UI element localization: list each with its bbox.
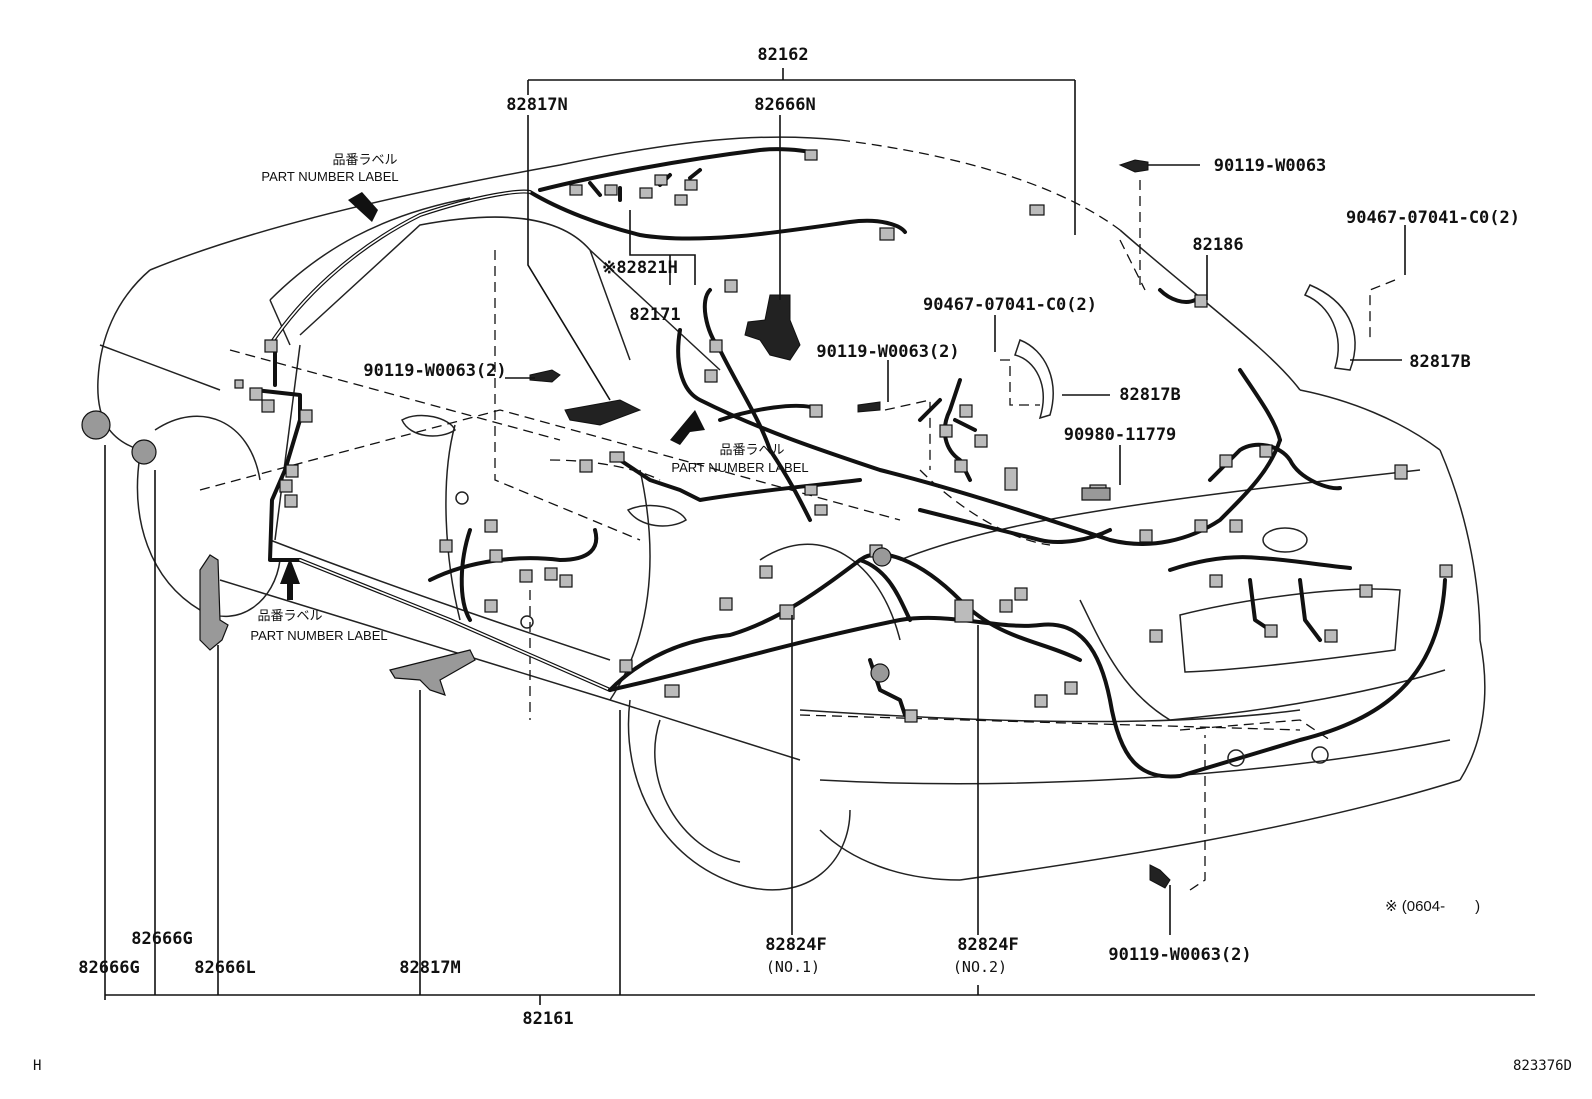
footnote: ※ (0604- )	[1385, 898, 1480, 915]
label-82666G-upper: 82666G	[131, 929, 192, 949]
label-90467-right: 90467-07041-C0(2)	[1346, 208, 1520, 228]
label-90467-mid: 90467-07041-C0(2)	[923, 295, 1097, 315]
label-82171: 82171	[629, 305, 680, 325]
footer-left-code: H	[33, 1058, 41, 1074]
note-jp-bottom: 品番ラベル	[257, 608, 322, 623]
note-en-top: PART NUMBER LABEL	[261, 169, 398, 184]
label-90119-left: 90119-W0063(2)	[363, 361, 506, 381]
label-82817N: 82817N	[506, 95, 567, 115]
label-82666G-lower: 82666G	[78, 958, 139, 978]
label-82161: 82161	[522, 1009, 573, 1029]
label-82821H: ※82821H	[602, 258, 678, 278]
part-labels: 82162 82817N 82666N ※82821H 82171 90119-…	[78, 45, 1520, 1029]
label-82162: 82162	[757, 45, 808, 65]
note-en-middle: PART NUMBER LABEL	[671, 460, 808, 475]
label-82824F-1-sub: (NO.1)	[766, 958, 820, 976]
part-number-notes: 品番ラベル PART NUMBER LABEL 品番ラベル PART NUMBE…	[250, 152, 1480, 915]
note-jp-top: 品番ラベル	[332, 152, 397, 167]
label-82824F-1: 82824F	[765, 935, 826, 955]
label-82817B-right: 82817B	[1409, 352, 1470, 372]
label-90119-bottom: 90119-W0063(2)	[1108, 945, 1251, 965]
note-en-bottom: PART NUMBER LABEL	[250, 628, 387, 643]
note-jp-middle: 品番ラベル	[719, 442, 784, 457]
floor-harness	[428, 528, 1447, 779]
roof-harness	[268, 147, 907, 347]
parts	[81, 159, 1356, 889]
pointer-arrow	[348, 192, 378, 222]
diagram-ref-number: 823376D	[1513, 1058, 1572, 1074]
label-82666L: 82666L	[194, 958, 255, 978]
label-90119-top: 90119-W0063	[1214, 156, 1327, 176]
connectors	[234, 149, 1453, 723]
label-82817M: 82817M	[399, 958, 460, 978]
label-90119-mid: 90119-W0063(2)	[816, 342, 959, 362]
label-82824F-2-sub: (NO.2)	[953, 958, 1007, 976]
footer: H 823376D	[33, 1058, 1572, 1074]
label-82817B-mid: 82817B	[1119, 385, 1180, 405]
label-82186: 82186	[1192, 235, 1243, 255]
front-pillar-harness	[253, 343, 612, 692]
label-90980: 90980-11779	[1064, 425, 1177, 445]
label-82824F-2: 82824F	[957, 935, 1018, 955]
car-body-outline	[97, 136, 1486, 891]
main-body-harness	[618, 288, 1352, 642]
label-82666N: 82666N	[754, 95, 815, 115]
leader-lines	[104, 68, 1535, 1005]
